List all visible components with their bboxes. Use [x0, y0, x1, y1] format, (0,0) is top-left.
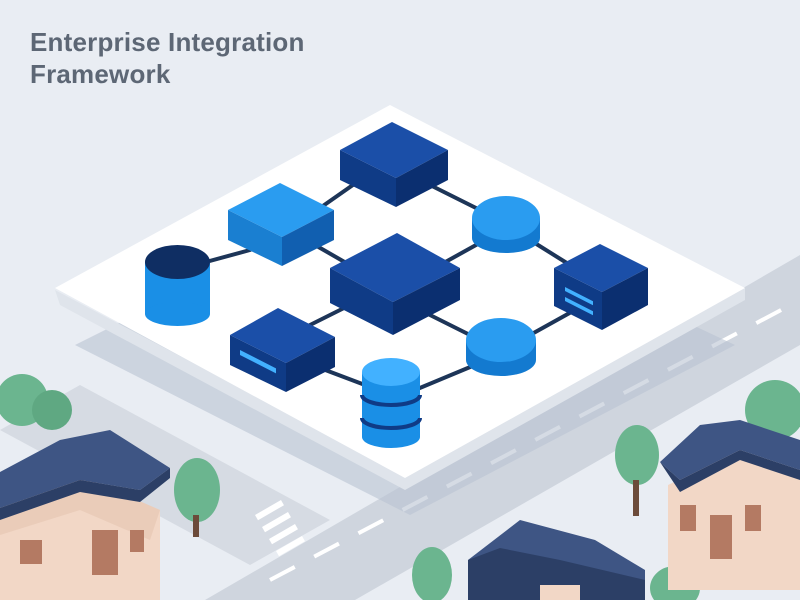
left-database-node [145, 245, 210, 326]
tree [412, 547, 452, 600]
title-line-2: Framework [30, 59, 171, 89]
center-cube-node [330, 233, 460, 335]
tree [174, 458, 220, 537]
window [20, 540, 42, 564]
page-title: Enterprise Integration Framework [30, 26, 305, 90]
right-server-node [554, 244, 648, 330]
door [92, 530, 118, 575]
box-slot [240, 350, 276, 374]
connector-line [413, 363, 477, 392]
crosswalk [255, 500, 305, 557]
server-slot [565, 297, 593, 316]
house-bottom [468, 520, 645, 600]
tree [615, 425, 659, 516]
connector-line [528, 308, 577, 337]
top-cube-node [340, 122, 448, 207]
connector-line [318, 366, 367, 387]
bottom-database-node [360, 358, 422, 448]
house-right [660, 420, 800, 590]
tree [745, 380, 800, 440]
window [680, 505, 696, 531]
door [710, 515, 732, 559]
server-slot [565, 287, 593, 306]
tree [0, 374, 72, 430]
house-left [0, 430, 170, 600]
right-disc-bottom-node [466, 318, 536, 376]
window [745, 505, 761, 531]
bottom-left-box-node [230, 308, 335, 392]
title-line-1: Enterprise Integration [30, 27, 305, 57]
trees [0, 374, 800, 600]
connector-line [428, 183, 482, 212]
window [130, 530, 144, 552]
left-cube-node [228, 183, 334, 266]
right-disc-top-node [472, 196, 540, 253]
